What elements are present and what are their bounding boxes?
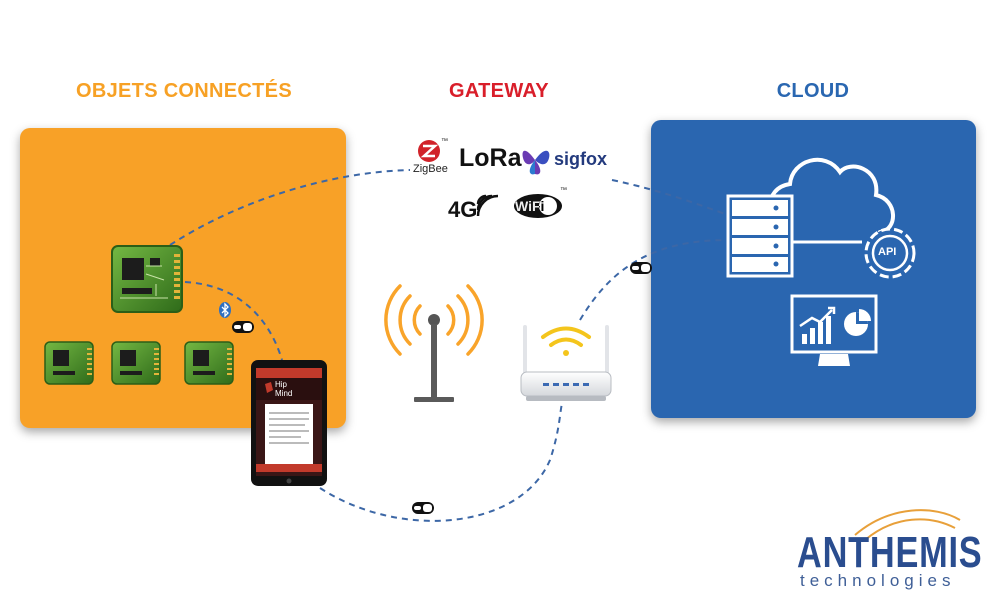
router-icon (520, 325, 612, 401)
wifi-icon-cloud-link (630, 262, 652, 274)
zigbee-label: ZigBee (413, 163, 448, 175)
signal-icon (476, 194, 499, 217)
antenna-icon (384, 284, 484, 402)
lora-label: LoRa (459, 144, 522, 172)
wifi-logo-label: WiFi (515, 198, 545, 214)
wifi-icon (232, 321, 254, 333)
gear-icon (864, 227, 916, 279)
monitor-chart-icon (790, 294, 878, 366)
heading-gateway: GATEWAY (449, 80, 549, 102)
chip-icon (111, 245, 183, 313)
sigfox-label: sigfox (554, 149, 608, 169)
bluetooth-icon (219, 302, 231, 318)
tablet-icon (251, 360, 327, 486)
heading-cloud: CLOUD (776, 80, 850, 102)
cloud-panel (651, 120, 976, 418)
link-protocols-to-server (611, 179, 729, 216)
heading-objets-connectes: OBJETS CONNECTÉS (76, 80, 292, 102)
wifi-icon-bottom-link (412, 502, 434, 514)
server-icon (726, 194, 794, 278)
brand-name: ANTHEMIS (797, 528, 983, 577)
api-label: API (878, 246, 897, 258)
chip-icon-small-2 (111, 341, 161, 385)
link-chip-to-protocols (169, 169, 411, 246)
tablet-app-name-1: Hip (275, 380, 288, 389)
wifi-tm: ™ (560, 187, 567, 194)
zigbee-icon (418, 140, 440, 162)
link-chip-to-tablet (184, 281, 283, 361)
brand-swoosh-icon (854, 509, 961, 541)
brand-tagline: technologies (800, 571, 956, 590)
sigfox-icon (522, 150, 550, 175)
wifi-logo-icon (514, 194, 562, 218)
tablet-app-name-2: Mind (275, 389, 293, 398)
chip-icon-small-1 (44, 341, 94, 385)
link-router-to-server (579, 239, 729, 321)
link-tablet-to-router (319, 403, 563, 522)
chip-icon-small-3 (184, 341, 234, 385)
fourg-label: 4G (448, 197, 478, 222)
zigbee-tm: ™ (441, 138, 448, 145)
